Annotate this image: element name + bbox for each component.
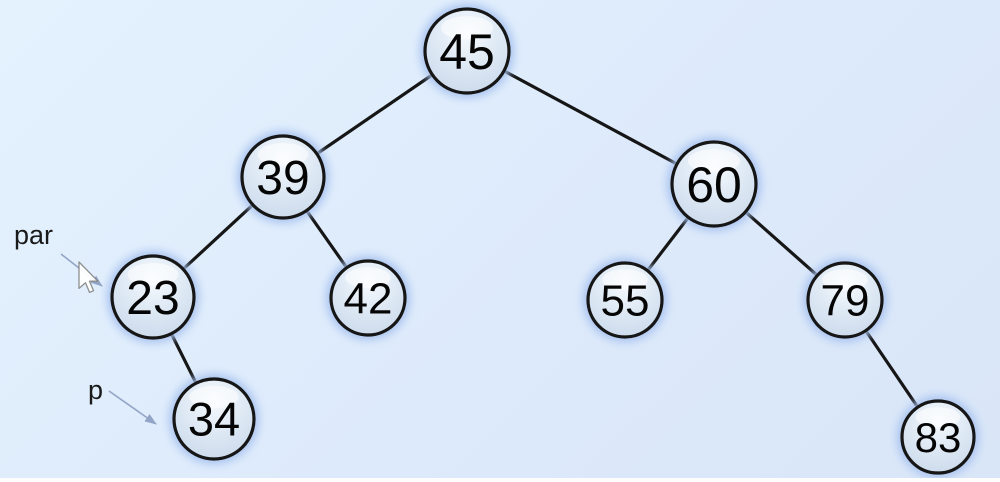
node-gloss-highlight [687, 149, 741, 173]
mouse-cursor-icon [78, 261, 99, 294]
tree-node-23: 23 [107, 251, 199, 343]
node-gloss-highlight [602, 269, 648, 291]
tree-node-34: 34 [169, 374, 259, 464]
tree-node-39: 39 [237, 131, 329, 223]
node-gloss-highlight [189, 385, 239, 409]
node-gloss-highlight [440, 16, 494, 40]
tree-node-42: 42 [326, 256, 410, 340]
tree-node-60: 60 [667, 137, 761, 231]
node-value-39: 39 [256, 152, 309, 205]
tree-node-55: 55 [583, 258, 667, 342]
node-value-34: 34 [188, 393, 240, 446]
tree-node-79: 79 [803, 258, 887, 342]
bottom-edge-strip [0, 478, 1000, 482]
node-value-45: 45 [439, 24, 495, 80]
node-gloss-highlight [915, 407, 961, 428]
node-value-79: 79 [821, 277, 870, 326]
node-value-23: 23 [126, 272, 179, 325]
annotation-label-p: p [88, 375, 103, 405]
tree-node-83: 83 [897, 396, 979, 478]
node-gloss-highlight [822, 269, 868, 291]
node-value-83: 83 [915, 414, 962, 461]
annotation-label-par: par [14, 220, 53, 250]
tree-node-45: 45 [420, 4, 514, 98]
node-value-55: 55 [601, 277, 650, 326]
annotation-arrow-p [108, 390, 157, 425]
node-gloss-highlight [127, 262, 179, 286]
node-gloss-highlight [257, 142, 309, 166]
node-value-60: 60 [686, 157, 742, 213]
node-gloss-highlight [345, 267, 391, 289]
node-value-42: 42 [344, 275, 393, 324]
